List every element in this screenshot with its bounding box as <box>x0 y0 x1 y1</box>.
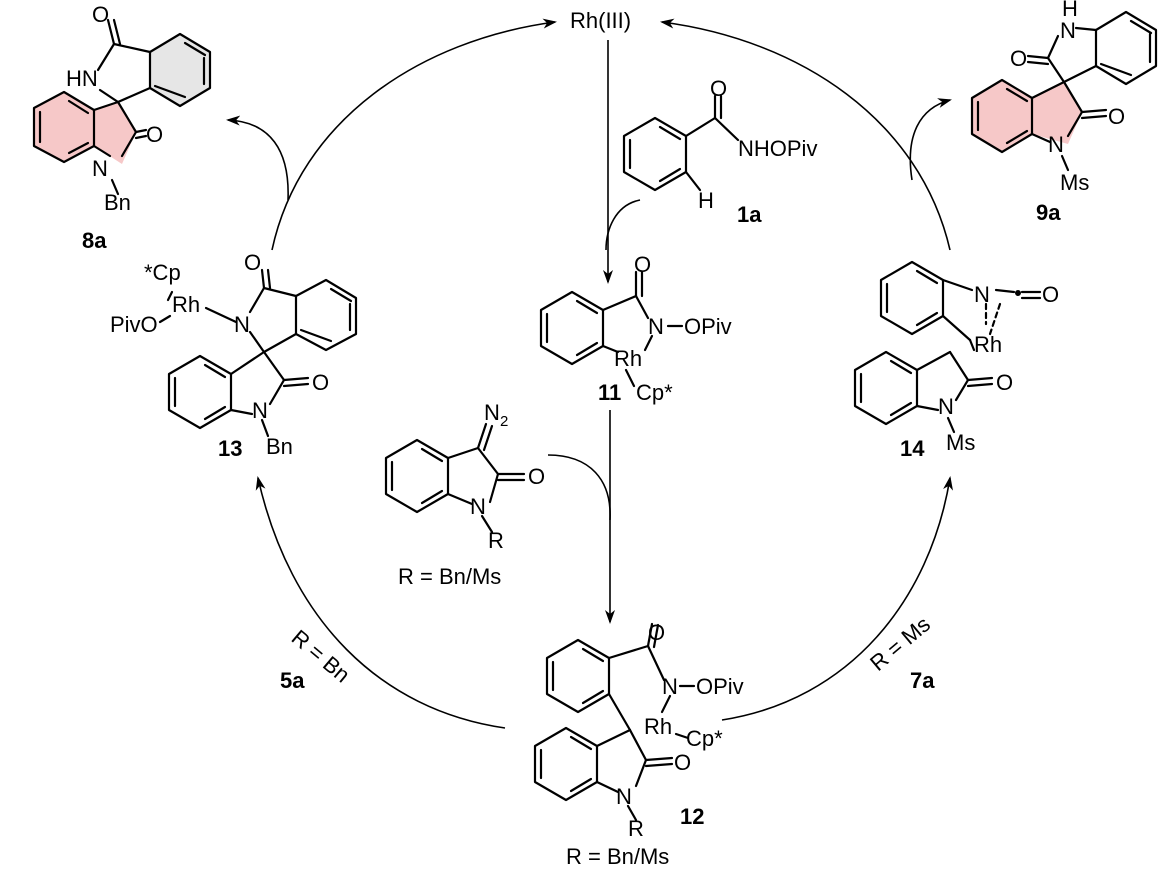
c8a-n-ring: N <box>92 156 108 181</box>
c13-piv: PivO <box>110 312 158 337</box>
right-path-condition: R = Ms <box>865 611 935 675</box>
c12-o1: O <box>648 620 665 645</box>
c8a-bn: Bn <box>104 190 131 215</box>
catalyst-label: Rh(III) <box>570 8 631 33</box>
c13-o2: O <box>312 370 329 395</box>
c9a-n: N <box>1060 18 1076 43</box>
arrow-13-to-rh <box>271 18 557 251</box>
c12-rh: Rh <box>644 714 672 739</box>
c12-r: R <box>628 816 644 841</box>
c13-cp: *Cp <box>144 260 181 285</box>
c11-id: 11 <box>598 380 621 405</box>
c9a-o2: O <box>1108 104 1125 129</box>
c11-opiv: OPiv <box>684 314 732 339</box>
c12-n: N <box>662 674 678 699</box>
arrow-to-8a <box>226 115 289 201</box>
c14-id: 14 <box>900 436 925 461</box>
left-path-reagent: 5a <box>280 668 305 693</box>
diazo-r: R <box>488 528 504 553</box>
c12-cp: Cp* <box>686 726 723 751</box>
c14-n-ring: N <box>938 394 954 419</box>
arrow-12-to-14 <box>721 476 953 721</box>
c12-n-ring: N <box>616 784 632 809</box>
c9a-h: H <box>1062 0 1078 21</box>
c9a-n-ring: N <box>1048 132 1064 157</box>
c1a-o: O <box>710 76 727 101</box>
diazo-n2-sub: 2 <box>500 413 508 430</box>
c14-nco-o: O <box>1042 282 1059 307</box>
arrow-diazo-entry <box>547 454 611 521</box>
c12-id: 12 <box>680 804 704 829</box>
c1a-group: NHOPiv <box>738 136 817 161</box>
c13-o1: O <box>244 250 261 275</box>
compound-14: N O Rh O N Ms 14 <box>853 260 1059 461</box>
diazo-n: N <box>470 494 486 519</box>
cycle-arrows <box>226 18 953 729</box>
c13-n1: N <box>234 312 250 337</box>
c13-n-ring: N <box>252 398 268 423</box>
compound-diazo-oxindole: N 2 O N R R = Bn/Ms <box>384 400 545 589</box>
arrow-12-to-13 <box>255 476 506 729</box>
c1a-h: H <box>698 188 714 213</box>
diazo-caption: R = Bn/Ms <box>398 564 501 589</box>
c14-ms: Ms <box>946 430 975 455</box>
c11-rh: Rh <box>614 346 642 371</box>
diazo-n2: N <box>484 400 500 425</box>
c1a-id: 1a <box>737 202 762 227</box>
c14-nco-n: N <box>974 282 990 307</box>
c12-caption: R = Bn/Ms <box>566 844 669 869</box>
c8a-id: 8a <box>82 228 107 253</box>
c11-n: N <box>648 314 664 339</box>
c14-rh: Rh <box>974 332 1002 357</box>
arrow-to-9a <box>909 98 952 181</box>
compound-11: O N OPiv Rh Cp* 11 <box>539 252 732 405</box>
compound-1a: O NHOPiv H 1a <box>622 76 817 227</box>
c9a-o1: O <box>1010 46 1027 71</box>
c11-cp: Cp* <box>636 380 673 405</box>
c12-opiv: OPiv <box>696 674 744 699</box>
c11-o: O <box>634 252 651 277</box>
product-8a: O HN O N Bn 8a <box>32 2 212 253</box>
c9a-ms: Ms <box>1060 170 1089 195</box>
right-path-reagent: 7a <box>910 668 935 693</box>
c13-rh: Rh <box>172 292 200 317</box>
arrow-14-to-rh <box>660 18 951 251</box>
c8a-hn: HN <box>66 66 98 91</box>
c13-id: 13 <box>218 436 242 461</box>
c12-o2: O <box>674 750 691 775</box>
c8a-o2: O <box>146 122 163 147</box>
c8a-o1: O <box>92 2 109 27</box>
c9a-id: 9a <box>1036 200 1061 225</box>
compound-12: O N OPiv Rh Cp* O N R 12 R = Bn/Ms <box>533 620 744 869</box>
diazo-o: O <box>528 464 545 489</box>
product-9a: H N O O N Ms 9a <box>970 0 1158 225</box>
compound-13: *Cp Rh PivO O N O N Bn 13 <box>110 250 358 461</box>
c14-o: O <box>996 370 1013 395</box>
arrow-1a-entry <box>605 199 641 251</box>
c13-bn: Bn <box>266 434 293 459</box>
